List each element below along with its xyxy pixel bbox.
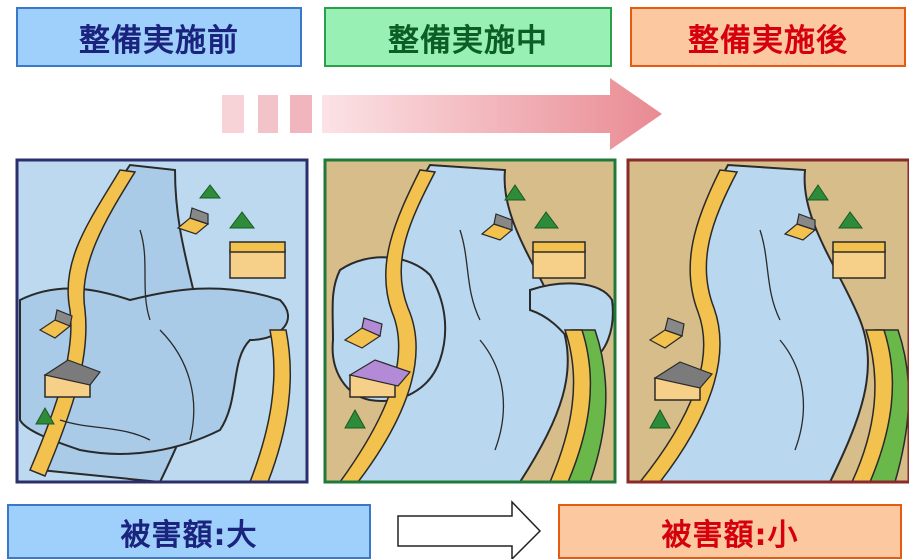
house-icon — [176, 207, 210, 235]
house-icon — [783, 213, 817, 241]
house-icon — [653, 361, 714, 401]
panel-during — [323, 158, 617, 484]
house-icon — [648, 317, 685, 349]
progress-arrow-head — [322, 78, 662, 150]
transition-arrow-icon — [397, 500, 542, 559]
progress-arrow — [222, 78, 662, 150]
progress-arrow-dash-3 — [290, 95, 312, 133]
progress-arrow-dash-1 — [222, 95, 244, 133]
house-icon — [343, 317, 383, 349]
tree-icon — [649, 184, 863, 429]
damage-label-large: 被害額:大 — [7, 504, 371, 559]
house-icon — [43, 359, 101, 398]
panel-after — [626, 158, 909, 484]
tree-icon — [344, 184, 559, 429]
house-icon — [532, 241, 586, 279]
house-icon — [229, 241, 286, 279]
tree-icon — [35, 184, 255, 425]
house-icon — [480, 213, 514, 241]
house-icon — [832, 241, 886, 279]
panel-before — [15, 158, 309, 484]
stage-label-before: 整備実施前 — [16, 7, 302, 67]
stage-label-after: 整備実施後 — [630, 7, 906, 67]
house-icon — [348, 359, 412, 398]
stage-label-during: 整備実施中 — [324, 7, 612, 67]
progress-arrow-dash-2 — [258, 95, 278, 133]
damage-label-small: 被害額:小 — [558, 504, 902, 559]
house-icon — [38, 309, 73, 339]
